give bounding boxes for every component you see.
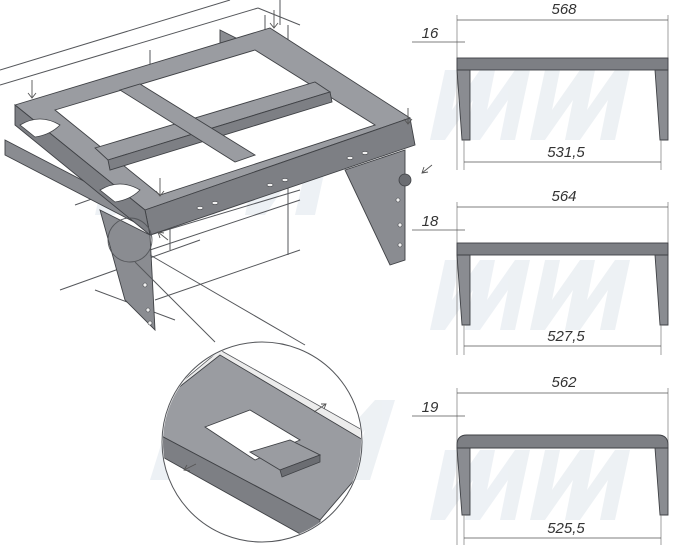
dim-offset-top: 16 — [422, 25, 439, 42]
isometric-assembly — [0, 0, 433, 332]
front-view-middle: 564 18 527,5 — [412, 188, 669, 355]
detail-callout — [107, 217, 363, 543]
dim-offset-middle: 18 — [422, 213, 439, 230]
dim-overall-top: 568 — [551, 1, 577, 18]
frame-holes — [196, 151, 369, 210]
side-bracket-left — [99, 209, 156, 332]
pull-out-frame — [14, 27, 416, 237]
installation-arrows — [27, 10, 433, 241]
watermark-logo-view-middle — [430, 260, 630, 330]
dim-overall-bottom: 562 — [551, 374, 577, 391]
dim-overall-middle: 564 — [551, 188, 576, 205]
watermark-logo-view-bottom — [430, 450, 630, 520]
watermark-logo-view-top — [430, 70, 630, 140]
side-bracket-right — [344, 149, 412, 266]
dim-inner-bottom: 525,5 — [547, 520, 585, 537]
dim-inner-middle: 527,5 — [547, 328, 585, 345]
front-view-bottom: 562 19 525,5 — [412, 374, 669, 545]
front-view-top: 568 16 531,5 — [412, 1, 669, 170]
dim-offset-bottom: 19 — [422, 399, 439, 416]
dim-inner-top: 531,5 — [547, 144, 585, 161]
